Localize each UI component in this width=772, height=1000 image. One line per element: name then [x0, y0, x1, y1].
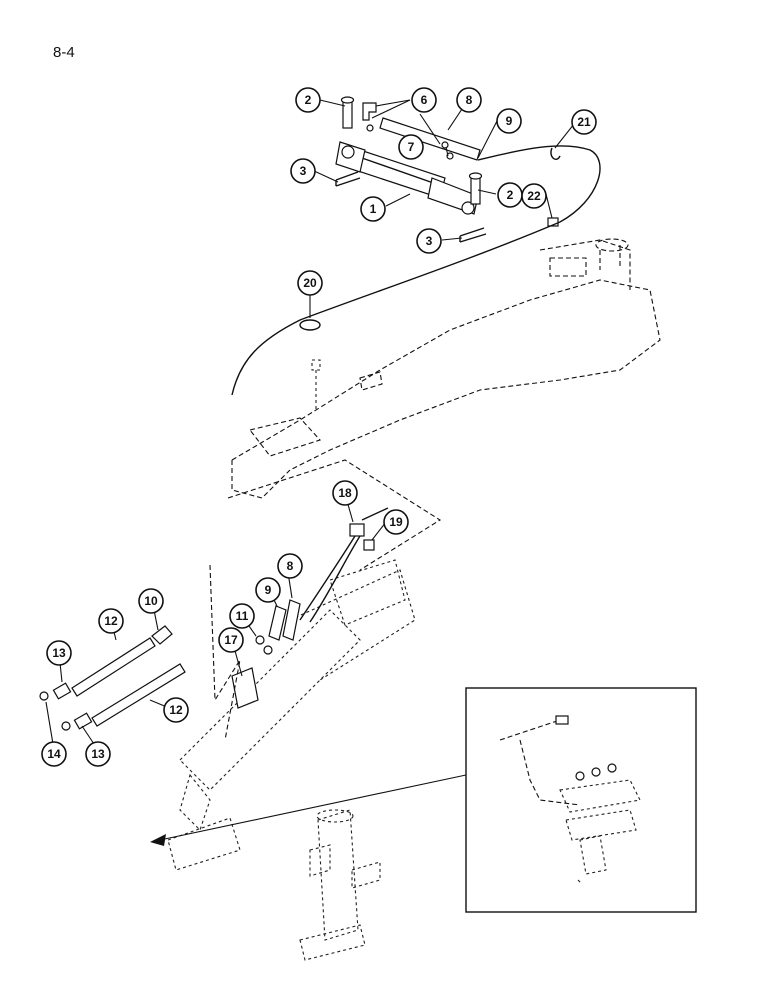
hose-clamp-22 — [547, 217, 559, 227]
svg-text:18: 18 — [338, 486, 352, 500]
callout-8: 8 — [456, 87, 482, 113]
callout-1: 1 — [360, 196, 386, 222]
hose-9-lower — [268, 605, 287, 641]
callout-2: 2 — [295, 87, 321, 113]
callout-19: 19 — [383, 509, 409, 535]
svg-text:7: 7 — [408, 140, 415, 154]
callout-18: 18 — [332, 480, 358, 506]
callout-14: 14 — [41, 741, 67, 767]
svg-text:19: 19 — [389, 515, 403, 529]
svg-text:6: 6 — [421, 93, 428, 107]
elbow-fitting — [362, 102, 377, 132]
hose-clamp-21 — [550, 147, 561, 160]
svg-text:22: 22 — [527, 189, 541, 203]
lower-hose-lines — [299, 507, 389, 623]
svg-text:8: 8 — [466, 93, 473, 107]
svg-text:8: 8 — [287, 559, 294, 573]
elbow-10 — [151, 625, 173, 645]
callout-13: 13 — [46, 640, 72, 666]
cylinder-pin-lower-right — [468, 172, 483, 205]
washers-11 — [255, 635, 273, 655]
callout-20: 20 — [297, 270, 323, 296]
svg-text:21: 21 — [577, 115, 591, 129]
svg-text:11: 11 — [236, 609, 249, 623]
page-number: 8-4 — [53, 44, 75, 61]
inset-detail-box — [465, 687, 697, 913]
callout-3: 3 — [290, 158, 316, 184]
cotter-pin-upper — [335, 171, 361, 187]
hydraulic-cylinder-lower — [179, 559, 416, 832]
svg-text:10: 10 — [144, 594, 158, 608]
svg-text:14: 14 — [47, 747, 61, 761]
svg-text:12: 12 — [169, 703, 183, 717]
tube-12-lower — [91, 663, 186, 727]
cylinder-pin-upper-left — [340, 96, 355, 129]
callout-12: 12 — [163, 697, 189, 723]
callout-8: 8 — [277, 553, 303, 579]
callout-22: 22 — [521, 183, 547, 209]
svg-text:20: 20 — [303, 276, 317, 290]
svg-text:3: 3 — [426, 234, 433, 248]
callout-13: 13 — [85, 741, 111, 767]
detail-pointer-arrow — [150, 774, 467, 846]
svg-text:12: 12 — [104, 614, 118, 628]
coupler-13-lower — [73, 712, 93, 730]
dashed-detail-bracket — [227, 459, 442, 571]
mounting-bolt — [311, 359, 321, 410]
fitting-19 — [363, 539, 375, 551]
svg-text:13: 13 — [52, 646, 66, 660]
boom-base-phantom — [167, 817, 241, 871]
svg-text:2: 2 — [305, 93, 312, 107]
svg-text:3: 3 — [300, 164, 307, 178]
bracket-17 — [231, 667, 259, 709]
hose-clamp-20 — [299, 319, 321, 331]
cotter-pin-lower — [459, 227, 487, 243]
hose-upper — [379, 117, 481, 161]
svg-text:9: 9 — [265, 583, 272, 597]
coupler-13-upper — [52, 682, 72, 700]
hose-8-lower — [282, 599, 301, 641]
svg-text:1: 1 — [370, 202, 377, 216]
hose-to-boom — [231, 221, 561, 396]
hydraulic-cylinder-upper — [335, 141, 479, 215]
callout-3: 3 — [416, 228, 442, 254]
callout-10: 10 — [138, 588, 164, 614]
svg-text:17: 17 — [224, 633, 238, 647]
svg-text:9: 9 — [506, 114, 513, 128]
callout-9: 9 — [255, 577, 281, 603]
callout-2: 2 — [497, 182, 523, 208]
tube-12-upper — [71, 637, 156, 697]
callout-leaders — [45, 99, 575, 751]
loader-boom-outline — [231, 238, 661, 499]
callout-7: 7 — [398, 134, 424, 160]
callout-21: 21 — [571, 109, 597, 135]
dust-cap-14 — [39, 691, 71, 731]
svg-text:2: 2 — [507, 188, 514, 202]
callout-17: 17 — [218, 627, 244, 653]
svg-text:13: 13 — [91, 747, 105, 761]
hose-long — [477, 145, 601, 223]
callout-11: 11 — [229, 603, 255, 629]
callout-6: 6 — [411, 87, 437, 113]
callout-9: 9 — [496, 108, 522, 134]
zigzag-break-line — [209, 564, 241, 741]
parking-stand — [299, 809, 381, 961]
tee-fitting-18 — [349, 523, 365, 537]
callout-12: 12 — [98, 608, 124, 634]
